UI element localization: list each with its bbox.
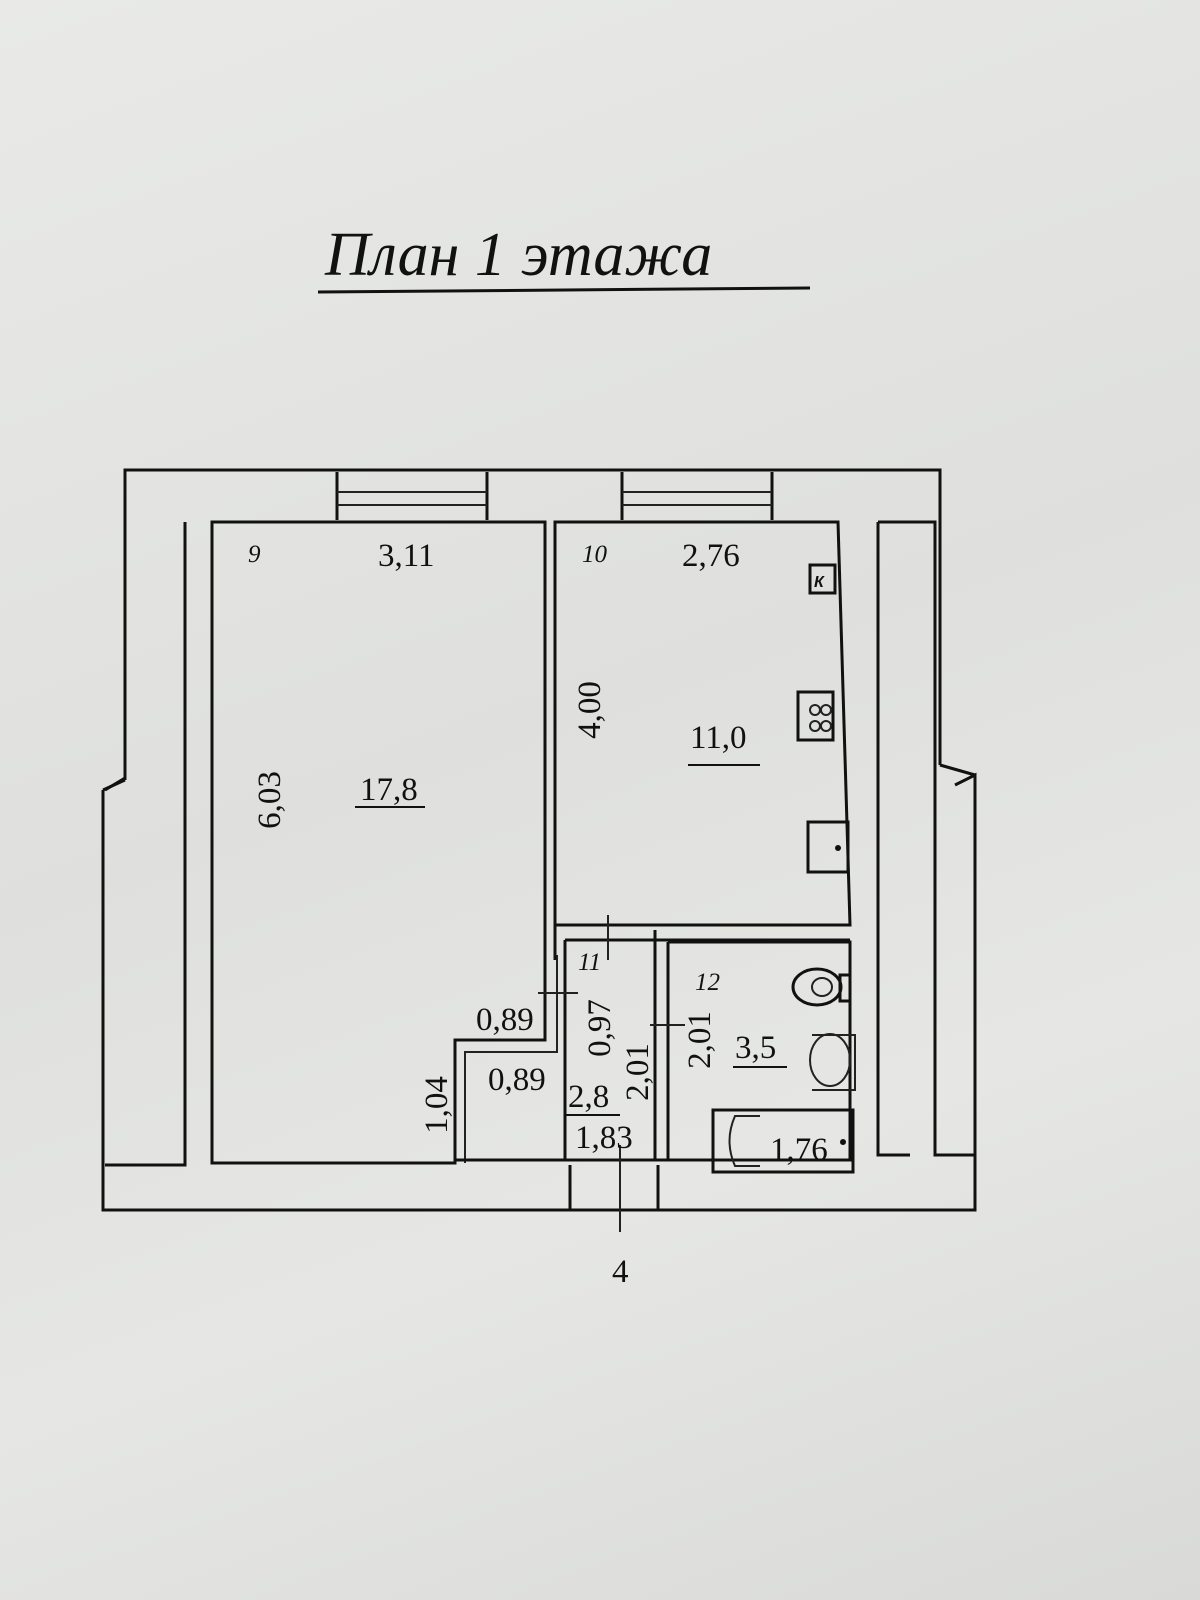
vent-symbol: К <box>808 563 837 595</box>
room-9-length: 6,03 <box>252 771 288 829</box>
toilet-icon <box>791 967 852 1007</box>
room-12-number: 12 <box>695 969 720 996</box>
stove-icon <box>796 690 835 742</box>
room-10-number: 10 <box>582 541 608 568</box>
room-11-length: 2,01 <box>620 1043 656 1101</box>
room-10-width: 2,76 <box>682 538 740 574</box>
room-10-outline <box>553 520 852 930</box>
bath-length: 1,76 <box>770 1132 828 1168</box>
plan-title: План 1 этажа <box>324 221 712 289</box>
window-room-9 <box>335 472 489 520</box>
room-9-outline <box>210 520 547 1165</box>
room-9-width: 3,11 <box>378 538 435 574</box>
washbasin-icon <box>809 1033 856 1091</box>
hall-top-length: 0,97 <box>582 999 618 1057</box>
sink-icon <box>806 820 850 874</box>
room-11-area: 2,8 <box>568 1079 609 1115</box>
section-mark: 4 <box>612 1254 629 1290</box>
room-12-area: 3,5 <box>735 1030 776 1066</box>
bathtub-icon <box>711 1108 855 1174</box>
title-underline <box>317 286 811 294</box>
room-10-area: 11,0 <box>690 720 747 756</box>
svg-text:К: К <box>814 574 825 591</box>
hall-lower-width: 0,89 <box>488 1062 546 1098</box>
hall-notch <box>464 955 558 1163</box>
room-9-number: 9 <box>248 541 261 568</box>
room-9-notch-dim: 1,04 <box>419 1076 455 1134</box>
room-11-number: 11 <box>578 949 601 976</box>
hall-top-width: 0,89 <box>476 1002 534 1038</box>
room-10-length: 4,00 <box>572 681 608 739</box>
room-11-width: 1,83 <box>575 1120 633 1156</box>
window-room-10 <box>620 472 774 520</box>
outer-walls <box>101 468 977 1212</box>
room-12-length: 2,01 <box>682 1011 718 1069</box>
room-9-area: 17,8 <box>360 772 418 808</box>
